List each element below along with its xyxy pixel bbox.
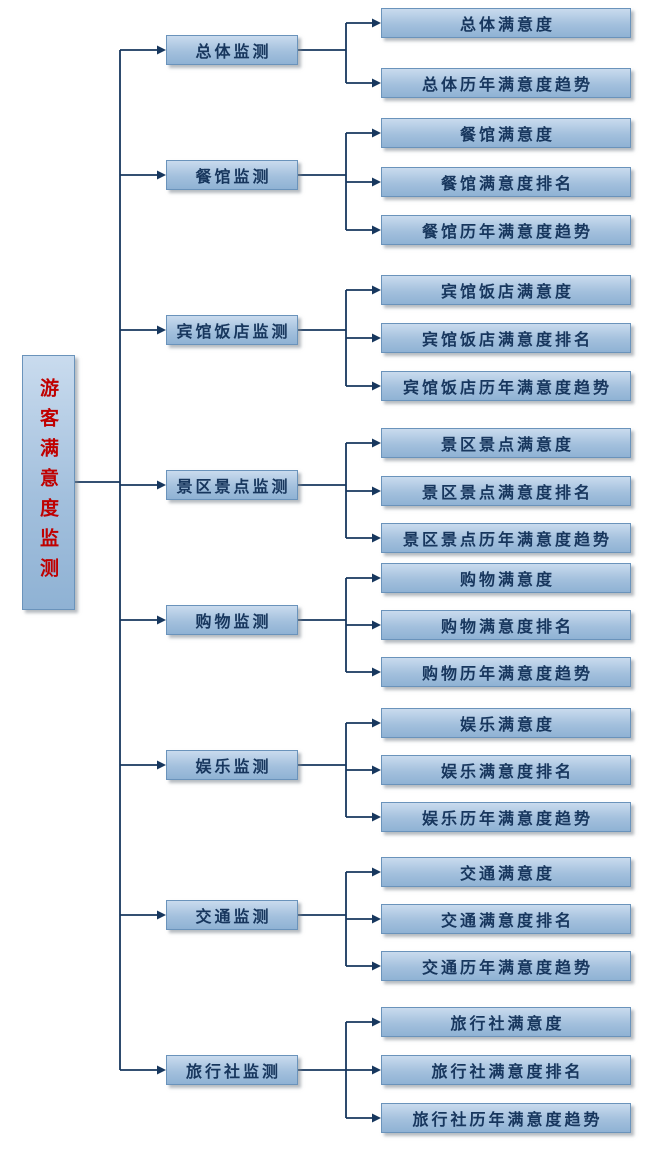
connector-arrowhead-icon — [157, 760, 166, 770]
leaf-node: 旅行社满意度 — [381, 1007, 631, 1037]
connector-arrowhead-icon — [372, 285, 381, 295]
connector-arrowhead-icon — [372, 78, 381, 88]
leaf-node: 交通满意度 — [381, 857, 631, 887]
connector-arrowhead-icon — [372, 1017, 381, 1027]
connector-arrowhead-icon — [372, 381, 381, 391]
connector-arrowhead-icon — [157, 480, 166, 490]
leaf-node: 餐馆满意度排名 — [381, 167, 631, 197]
leaf-node: 娱乐满意度排名 — [381, 755, 631, 785]
connector-arrowhead-icon — [372, 438, 381, 448]
leaf-node: 景区景点满意度 — [381, 428, 631, 458]
connector-arrowhead-icon — [372, 333, 381, 343]
connector-arrowhead-icon — [372, 177, 381, 187]
leaf-node: 宾馆饭店满意度排名 — [381, 323, 631, 353]
leaf-node: 景区景点满意度排名 — [381, 476, 631, 506]
connector-arrowhead-icon — [372, 718, 381, 728]
leaf-node: 购物满意度排名 — [381, 610, 631, 640]
leaf-node: 餐馆历年满意度趋势 — [381, 215, 631, 245]
connector-arrowhead-icon — [372, 620, 381, 630]
leaf-node: 景区景点历年满意度趋势 — [381, 523, 631, 553]
leaf-node: 娱乐历年满意度趋势 — [381, 802, 631, 832]
connector-arrowhead-icon — [372, 867, 381, 877]
connector-arrowhead-icon — [157, 615, 166, 625]
branch-node: 购物监测 — [166, 605, 298, 635]
connector-arrowhead-icon — [157, 910, 166, 920]
connector-arrowhead-icon — [372, 667, 381, 677]
leaf-node: 总体满意度 — [381, 8, 631, 38]
leaf-node: 餐馆满意度 — [381, 118, 631, 148]
connector-arrowhead-icon — [157, 325, 166, 335]
connector-arrowhead-icon — [372, 914, 381, 924]
leaf-node: 宾馆饭店满意度 — [381, 275, 631, 305]
connector-arrowhead-icon — [372, 18, 381, 28]
branch-node: 餐馆监测 — [166, 160, 298, 190]
connector-arrowhead-icon — [372, 765, 381, 775]
leaf-node: 购物历年满意度趋势 — [381, 657, 631, 687]
connector-arrowhead-icon — [372, 1113, 381, 1123]
leaf-node: 旅行社满意度排名 — [381, 1055, 631, 1085]
leaf-node: 总体历年满意度趋势 — [381, 68, 631, 98]
leaf-node: 交通历年满意度趋势 — [381, 951, 631, 981]
connector-arrowhead-icon — [372, 573, 381, 583]
leaf-node: 交通满意度排名 — [381, 904, 631, 934]
connector-arrowhead-icon — [372, 225, 381, 235]
connector-arrowhead-icon — [372, 961, 381, 971]
connector-arrowhead-icon — [372, 128, 381, 138]
branch-node: 总体监测 — [166, 35, 298, 65]
branch-node: 宾馆饭店监测 — [166, 315, 298, 345]
leaf-node: 购物满意度 — [381, 563, 631, 593]
branch-node: 景区景点监测 — [166, 470, 298, 500]
connector-arrowhead-icon — [372, 533, 381, 543]
branch-node: 娱乐监测 — [166, 750, 298, 780]
connector-arrowhead-icon — [157, 45, 166, 55]
leaf-node: 旅行社历年满意度趋势 — [381, 1103, 631, 1133]
leaf-node: 娱乐满意度 — [381, 708, 631, 738]
branch-node: 旅行社监测 — [166, 1055, 298, 1085]
connector-arrowhead-icon — [372, 812, 381, 822]
connector-arrowhead-icon — [372, 486, 381, 496]
connector-arrowhead-icon — [157, 1065, 166, 1075]
leaf-node: 宾馆饭店历年满意度趋势 — [381, 371, 631, 401]
connector-arrowhead-icon — [372, 1065, 381, 1075]
root-node: 游客满意度监测 — [22, 355, 75, 610]
branch-node: 交通监测 — [166, 900, 298, 930]
connector-arrowhead-icon — [157, 170, 166, 180]
